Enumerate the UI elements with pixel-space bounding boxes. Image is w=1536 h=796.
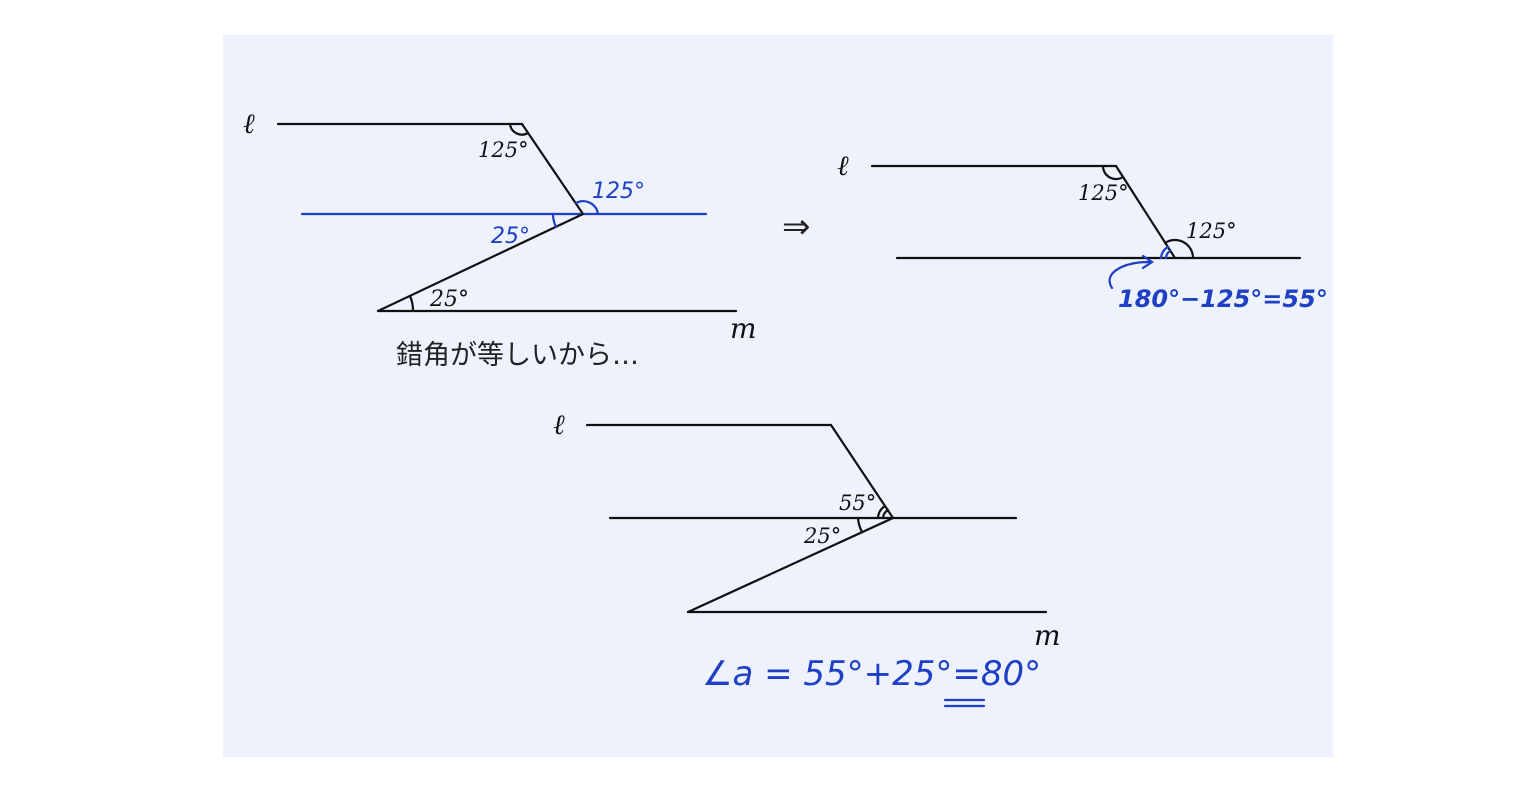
d1-angle-blue-top-label: 125° — [592, 179, 645, 204]
d2-transversal — [1114, 164, 1177, 260]
d3-answer: ∠a = 55°+25°=80° — [702, 654, 1041, 694]
d3-upper-transversal — [829, 423, 895, 520]
d1-angle-blue-bottom-label: 25° — [491, 224, 530, 249]
d1-angle-top-label: 125° — [478, 138, 529, 162]
d2-angle-arc-supplement-1 — [1159, 245, 1170, 260]
d2-pointer-arrowhead — [1141, 254, 1154, 270]
d3-angle-arc-upper-1 — [876, 504, 887, 520]
d1-angle-arc-blue-top — [574, 200, 600, 216]
implies-arrow: ⇒ — [782, 207, 811, 247]
d2-angle-arc-right — [1163, 238, 1195, 260]
d1-angle-arc-bottom — [408, 294, 415, 313]
diagram-3: ℓ m 55° 25° ∠a = 55°+25°=80° — [553, 408, 1061, 708]
d3-angle-arc-lower — [856, 516, 864, 534]
d3-label-m: m — [1034, 619, 1061, 652]
d1-caption: 錯角が等しいから… — [396, 340, 639, 371]
d3-angle-arc-upper-2 — [881, 508, 890, 520]
diagram-sheet — [223, 35, 1333, 757]
d2-pointer-curve — [1108, 260, 1152, 290]
d2-formula: 180°−125°=55° — [1118, 285, 1328, 313]
d2-label-l: ℓ — [837, 149, 849, 182]
d1-angle-bottom-label: 25° — [429, 287, 469, 312]
d1-angle-arc-top — [508, 122, 530, 136]
d1-label-m: m — [730, 312, 757, 345]
d1-upper-transversal — [520, 122, 585, 216]
d2-angle-top-label: 125° — [1078, 181, 1129, 205]
d1-angle-arc-blue-bottom — [551, 212, 558, 229]
d2-angle-right-label: 125° — [1186, 219, 1237, 243]
d3-label-l: ℓ — [553, 408, 565, 441]
d1-lower-transversal — [376, 212, 585, 313]
d3-lower-transversal — [686, 516, 895, 614]
diagram-1: ℓ m 125° 125° 25° 25° 錯角が等しいから… — [243, 107, 757, 371]
d2-angle-arc-supplement-2 — [1164, 249, 1172, 260]
d2-angle-arc-top — [1101, 164, 1125, 181]
diagram-2: ℓ 125° 125° 180°−125°=55° — [837, 149, 1328, 313]
d3-angle-lower-label: 25° — [803, 524, 841, 548]
d3-angle-upper-label: 55° — [839, 491, 876, 515]
d1-label-l: ℓ — [243, 107, 255, 140]
